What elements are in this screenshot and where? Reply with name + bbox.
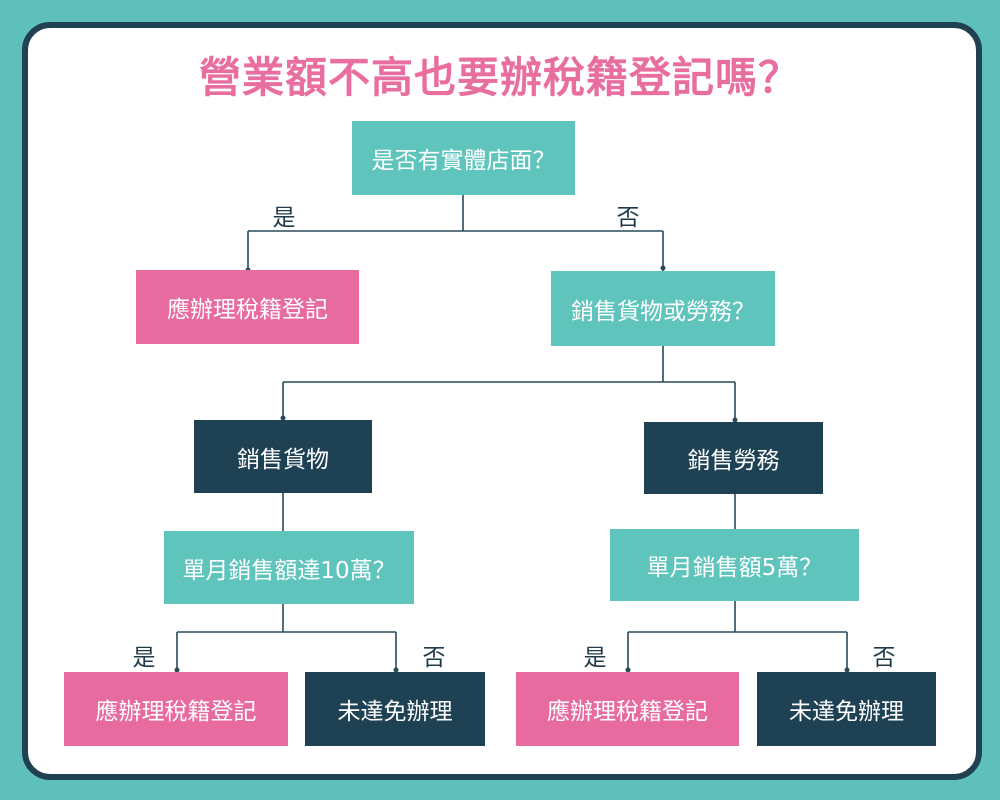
node-physical-store-question: 是否有實體店面？: [352, 121, 575, 195]
label-no-services: 否: [872, 645, 896, 671]
node-services-threshold-question: 單月銷售額5萬？: [610, 529, 859, 601]
node-goods-or-services-question: 銷售貨物或勞務？: [551, 271, 775, 346]
node-services-exempt: 未達免辦理: [757, 672, 936, 746]
label-yes-root: 是: [272, 205, 296, 231]
label-no-goods: 否: [422, 645, 446, 671]
node-sell-services: 銷售勞務: [644, 422, 823, 494]
node-register-required-top: 應辦理稅籍登記: [136, 270, 359, 344]
label-yes-goods: 是: [132, 645, 156, 671]
page-title: 營業額不高也要辦稅籍登記嗎？: [198, 53, 801, 102]
node-services-register-required: 應辦理稅籍登記: [516, 672, 739, 746]
node-goods-register-required: 應辦理稅籍登記: [64, 672, 288, 746]
label-yes-services: 是: [583, 645, 607, 671]
node-goods-exempt: 未達免辦理: [305, 672, 485, 746]
node-goods-threshold-question: 單月銷售額達10萬？: [164, 531, 414, 604]
node-sell-goods: 銷售貨物: [194, 420, 372, 493]
label-no-root: 否: [616, 205, 640, 231]
